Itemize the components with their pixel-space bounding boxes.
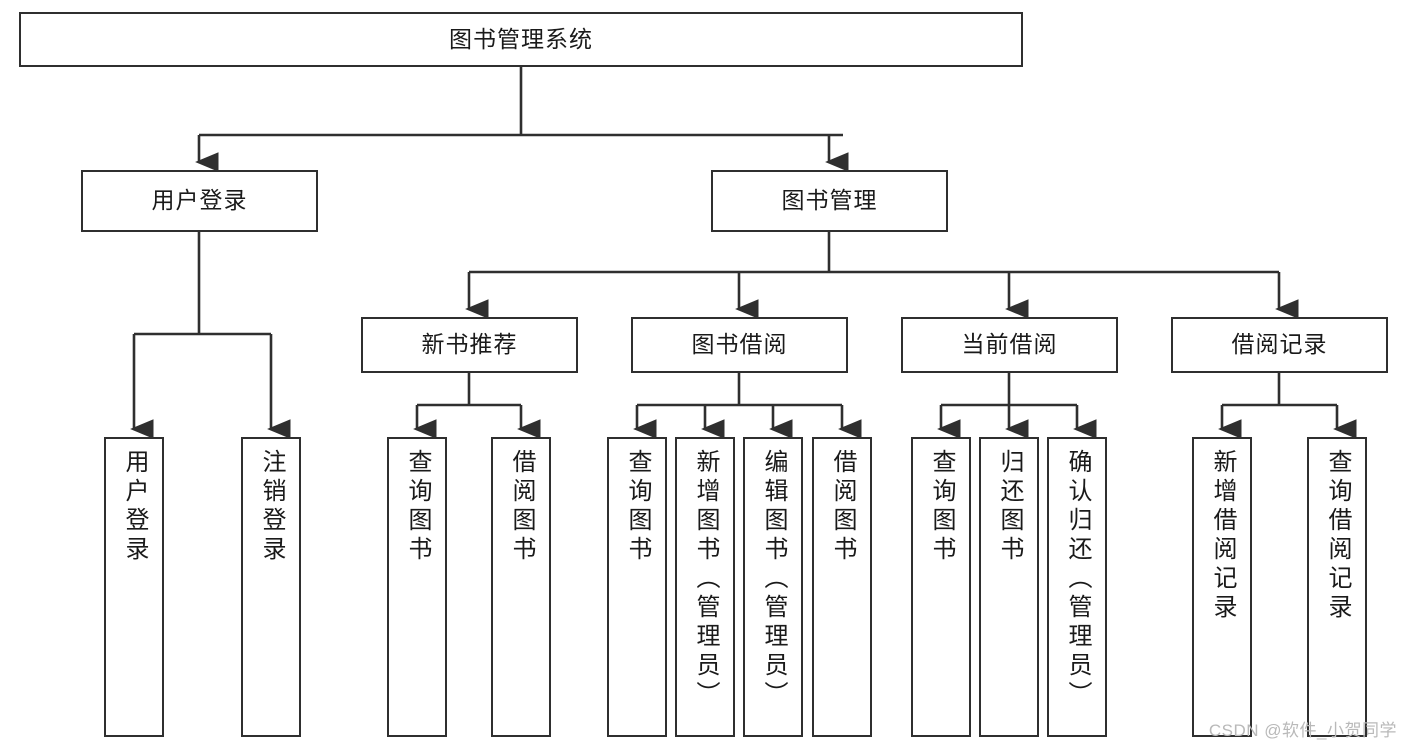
leaf-query-book-recommend[interactable]: 查询图书 xyxy=(387,437,447,737)
leaf-query-book-current-label: 查询图书 xyxy=(928,449,955,565)
csdn-watermark: CSDN @软件_小贺同学 xyxy=(1208,721,1397,740)
node-root-label: 图书管理系统 xyxy=(449,25,593,52)
leaf-query-book-borrow[interactable]: 查询图书 xyxy=(607,437,667,737)
leaf-query-book-current[interactable]: 查询图书 xyxy=(911,437,971,737)
leaf-borrow-book[interactable]: 借阅图书 xyxy=(812,437,872,737)
leaf-query-borrow-record-label: 查询借阅记录 xyxy=(1324,449,1351,623)
leaf-borrow-book-recommend-label: 借阅图书 xyxy=(508,449,535,565)
node-user-login[interactable]: 用户登录 xyxy=(81,170,318,232)
node-book-borrow-label: 图书借阅 xyxy=(691,331,788,358)
node-user-login-label: 用户登录 xyxy=(151,187,248,214)
leaf-query-book-borrow-label: 查询图书 xyxy=(624,449,651,565)
leaf-confirm-return-admin[interactable]: 确认归还（管理员） xyxy=(1047,437,1107,737)
node-book-management-label: 图书管理 xyxy=(781,187,878,214)
leaf-add-book-admin-label: 新增图书（管理员） xyxy=(692,449,719,710)
leaf-query-book-recommend-label: 查询图书 xyxy=(404,449,431,565)
leaf-add-borrow-record-label: 新增借阅记录 xyxy=(1209,449,1236,623)
node-borrow-record[interactable]: 借阅记录 xyxy=(1171,317,1388,373)
node-book-management[interactable]: 图书管理 xyxy=(711,170,948,232)
leaf-edit-book-admin-label: 编辑图书（管理员） xyxy=(760,449,787,710)
leaf-confirm-return-admin-label: 确认归还（管理员） xyxy=(1064,449,1091,710)
node-new-book-recommend-label: 新书推荐 xyxy=(421,331,518,358)
leaf-logout-label: 注销登录 xyxy=(258,449,285,565)
node-current-borrow[interactable]: 当前借阅 xyxy=(901,317,1118,373)
leaf-query-borrow-record[interactable]: 查询借阅记录 xyxy=(1307,437,1367,737)
node-new-book-recommend[interactable]: 新书推荐 xyxy=(361,317,578,373)
node-root[interactable]: 图书管理系统 xyxy=(19,12,1023,67)
leaf-add-book-admin[interactable]: 新增图书（管理员） xyxy=(675,437,735,737)
leaf-add-borrow-record[interactable]: 新增借阅记录 xyxy=(1192,437,1252,737)
node-borrow-record-label: 借阅记录 xyxy=(1231,331,1328,358)
leaf-edit-book-admin[interactable]: 编辑图书（管理员） xyxy=(743,437,803,737)
leaf-return-book-label: 归还图书 xyxy=(996,449,1023,565)
leaf-return-book[interactable]: 归还图书 xyxy=(979,437,1039,737)
leaf-borrow-book-recommend[interactable]: 借阅图书 xyxy=(491,437,551,737)
node-book-borrow[interactable]: 图书借阅 xyxy=(631,317,848,373)
leaf-user-login-label: 用户登录 xyxy=(121,449,148,565)
node-current-borrow-label: 当前借阅 xyxy=(961,331,1058,358)
leaf-user-login[interactable]: 用户登录 xyxy=(104,437,164,737)
leaf-borrow-book-label: 借阅图书 xyxy=(829,449,856,565)
leaf-logout[interactable]: 注销登录 xyxy=(241,437,301,737)
